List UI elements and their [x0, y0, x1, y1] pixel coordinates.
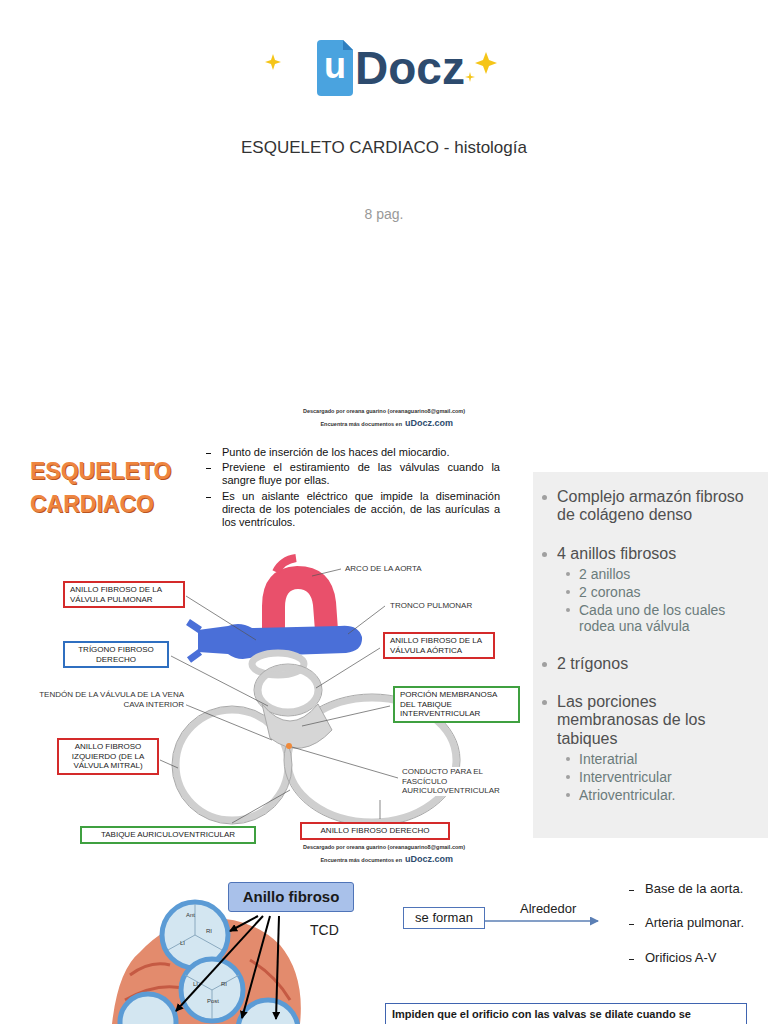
- box-text: PORCIÓN MEMBRANOSA DEL TABIQUE INTERVENT…: [400, 690, 513, 719]
- label-box: PORCIÓN MEMBRANOSA DEL TABIQUE INTERVENT…: [393, 686, 520, 723]
- bullet-dot: [542, 662, 547, 667]
- panel-text: Las porciones membranosas de los tabique…: [557, 693, 745, 748]
- watermark: Encuentra más documentos en: [242, 857, 402, 863]
- dash-marker: [629, 924, 634, 925]
- side-label: TCD: [310, 922, 339, 938]
- page-title: ESQUELETO CARDIACO - histología: [0, 138, 768, 158]
- panel-text: Interventricular: [579, 769, 744, 785]
- bullet-dot: [566, 757, 570, 761]
- box-text: Anillo fibroso: [233, 888, 349, 906]
- panel-text: Cada uno de los cuales rodea una válvula: [579, 602, 744, 634]
- part-label: TRONCO PULMONAR: [388, 601, 474, 610]
- arrow-label: Alrededor: [520, 902, 576, 917]
- page-count: 8 pag.: [284, 206, 484, 222]
- bullet-text: Es un aislante eléctrico que impide la d…: [222, 490, 500, 529]
- box-text: Impiden que el orificio con las valvas s…: [392, 1008, 740, 1021]
- logo-icon: [317, 40, 353, 96]
- bullet-dot: [566, 572, 570, 576]
- fibrous-rings: [176, 653, 456, 822]
- panel-text: 4 anillos fibrosos: [557, 545, 745, 563]
- panel-text: 2 coronas: [579, 584, 744, 600]
- label-box: TRÍGONO FIBROSO DERECHO: [63, 641, 169, 668]
- valve-letter: RI: [206, 928, 212, 935]
- info-panel: Complejo armazón fibroso de colágeno den…: [533, 472, 768, 838]
- watermark-logo: uDocz.com: [405, 854, 453, 864]
- conduit-dot: [286, 743, 292, 749]
- label-box: ANILLO FIBROSO IZQUIERDO (DE LA VÁLVULA …: [57, 738, 159, 775]
- logo-word: Docz: [355, 42, 465, 95]
- panel-text: Complejo armazón fibroso de colágeno den…: [557, 488, 745, 525]
- box-text: TRÍGONO FIBROSO DERECHO: [70, 645, 162, 664]
- panel-text: 2 trígonos: [557, 655, 745, 673]
- part-label: CONDUCTO PARA EL FASCÍCULO AURICULOVENTR…: [400, 767, 532, 796]
- list-text: Arteria pulmonar.: [645, 916, 745, 931]
- box-text: ANILLO FIBROSO IZQUIERDO (DE LA VÁLVULA …: [64, 742, 152, 771]
- logo-letter: u: [317, 45, 353, 86]
- box-text: TABIQUE AURICULOVENTRICULAR: [87, 830, 249, 840]
- bullet-dot: [542, 552, 547, 557]
- central-fibrous-body: [262, 704, 332, 748]
- watermark-logo: uDocz.com: [405, 418, 453, 428]
- panel-text: Interatrial: [579, 751, 744, 767]
- bullet-dot: [566, 608, 570, 612]
- valve-letter: Post: [207, 998, 219, 1005]
- list-text: Orificios A-V: [645, 951, 755, 966]
- aortic-branch: [276, 558, 296, 572]
- box-text: ANILLO FIBROSO DE LA VÁLVULA AÓRTICA: [390, 636, 488, 655]
- part-label: TENDÓN DE LA VÁLVULA DE LA VENA CAVA INT…: [18, 690, 186, 709]
- bullet-text: Previene el estiramiento de las válvulas…: [222, 461, 500, 487]
- box-text: ANILLO FIBROSO DERECHO: [307, 826, 443, 836]
- concept-box: se forman: [403, 907, 485, 929]
- pulmonary-branch: [188, 622, 200, 660]
- dash-marker: [629, 890, 634, 891]
- dash-marker: [206, 468, 211, 469]
- list-text: Base de la aorta.: [645, 882, 745, 897]
- bullet-text: Punto de inserción de los haces del mioc…: [222, 446, 500, 459]
- sparkle: [265, 54, 281, 70]
- dash-marker: [206, 497, 211, 498]
- section-heading: ESQUELETO CARDIACO: [30, 455, 190, 522]
- watermark: Descargado por oreana guarino (oreanagua…: [204, 844, 564, 850]
- around-arrow: [485, 920, 598, 922]
- panel-text: 2 anillos: [579, 566, 744, 582]
- bullet-dot: [566, 793, 570, 797]
- bullet-dot: [566, 775, 570, 779]
- part-label: ARCO DE LA AORTA: [343, 564, 424, 573]
- valve-letter: LI: [193, 981, 198, 988]
- valve-letter: LI: [180, 940, 185, 947]
- box-text: se forman: [407, 910, 481, 926]
- box-text: ANILLO FIBROSO DE LA VÁLVULA PULMONAR: [70, 585, 178, 604]
- sparkle: [475, 52, 497, 74]
- pointer-arrows: [176, 916, 279, 1019]
- bullet-dot: [542, 700, 547, 705]
- note-box: Impiden que el orificio con las valvas s…: [385, 1003, 747, 1024]
- concept-box: Anillo fibroso: [228, 882, 354, 912]
- valve-letter: RI: [221, 981, 227, 988]
- watermark: Descargado por oreana guarino (oreanagua…: [204, 408, 564, 414]
- label-box: ANILLO FIBROSO DE LA VÁLVULA AÓRTICA: [383, 632, 495, 659]
- dash-marker: [629, 959, 634, 960]
- label-box: ANILLO FIBROSO DE LA VÁLVULA PULMONAR: [63, 581, 185, 608]
- watermark: Encuentra más documentos en: [242, 421, 402, 427]
- valve-letter: Ant: [186, 912, 195, 919]
- bullet-dot: [542, 495, 547, 500]
- panel-text: Atrioventricular.: [579, 787, 744, 803]
- sparkle: [465, 72, 475, 82]
- leader-lines: [160, 569, 398, 823]
- valve-rings: [120, 902, 298, 1024]
- bullet-dot: [566, 590, 570, 594]
- dash-marker: [206, 453, 211, 454]
- label-box: ANILLO FIBROSO DERECHO: [300, 822, 450, 840]
- label-box: TABIQUE AURICULOVENTRICULAR: [80, 826, 256, 844]
